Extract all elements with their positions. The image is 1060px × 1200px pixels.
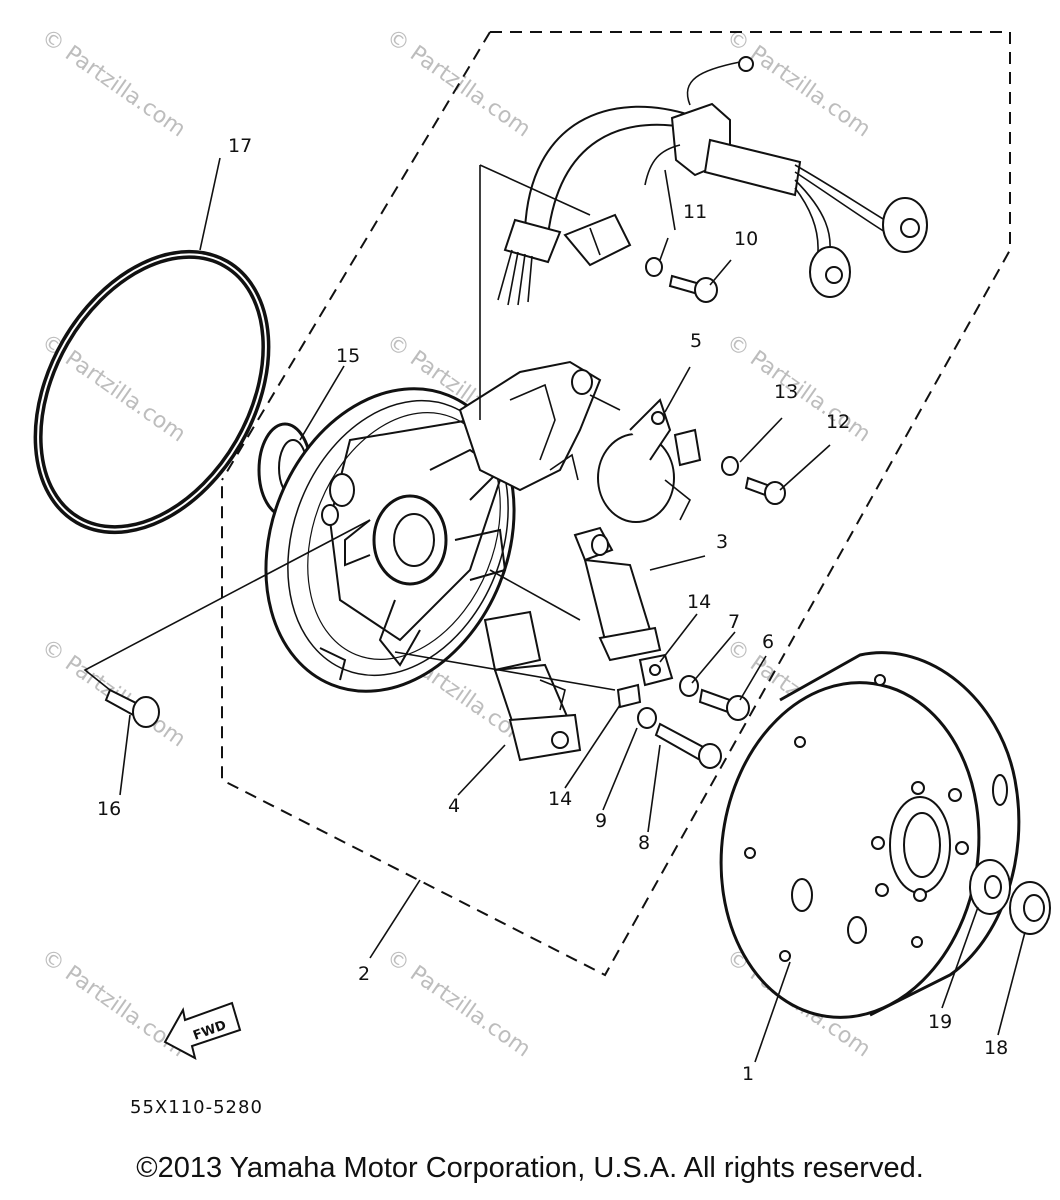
callout-7: 7 [728,611,740,633]
washer-part [645,257,663,277]
callout-14-lower: 14 [548,788,572,810]
wire-harness-part [497,56,928,306]
watermark: © Partzilla.com [722,24,875,142]
callout-14-upper: 14 [687,591,711,613]
diagram-code: 55X110-5280 [130,1097,263,1118]
callout-labels: 1 2 3 4 5 6 7 8 9 10 11 12 13 14 14 15 1… [97,135,1008,1085]
callout-16: 16 [97,798,121,820]
callout-10: 10 [734,228,758,250]
callout-17: 17 [228,135,252,157]
watermark: © Partzilla.com [382,944,535,1062]
callout-13: 13 [774,381,798,403]
source-coil-part [483,610,582,762]
assembly-boundary [221,31,491,481]
copyright-notice: ©2013 Yamaha Motor Corporation, U.S.A. A… [136,1152,924,1184]
washer-part [638,653,674,687]
callout-9: 9 [595,810,607,832]
screw-part [104,688,160,728]
watermark: © Partzilla.com [37,24,190,142]
washer-part [721,456,739,476]
pickup-coil-part [597,398,692,523]
washer-part [969,859,1011,915]
washer-part [616,683,642,709]
washer-part [637,707,657,729]
clip-part [673,428,702,467]
charging-coil-part [573,526,662,662]
callout-6: 6 [762,631,774,653]
callout-11: 11 [683,201,707,223]
callout-3: 3 [716,531,728,553]
wire-clamp-part [563,213,632,267]
o-ring-part [33,249,271,535]
callout-8: 8 [638,832,650,854]
screw-part [668,274,718,303]
flywheel-rotor-part [719,651,1021,1019]
callout-1: 1 [742,1063,754,1085]
callout-4: 4 [448,795,460,817]
stator-plate-part [264,360,602,693]
screw-part [698,688,750,721]
watermark: © Partzilla.com [37,944,190,1062]
callout-5: 5 [690,330,702,352]
callout-12: 12 [826,411,850,433]
callout-19: 19 [928,1011,952,1033]
assembly-boundary [221,31,1011,977]
screw-part [654,722,722,769]
watermark: © Partzilla.com [722,329,875,447]
nut-part [1009,881,1051,935]
callout-18: 18 [984,1037,1008,1059]
callout-15: 15 [336,345,360,367]
callout-2: 2 [358,963,370,985]
screw-part [744,476,786,505]
leader-lines [83,157,1026,1063]
